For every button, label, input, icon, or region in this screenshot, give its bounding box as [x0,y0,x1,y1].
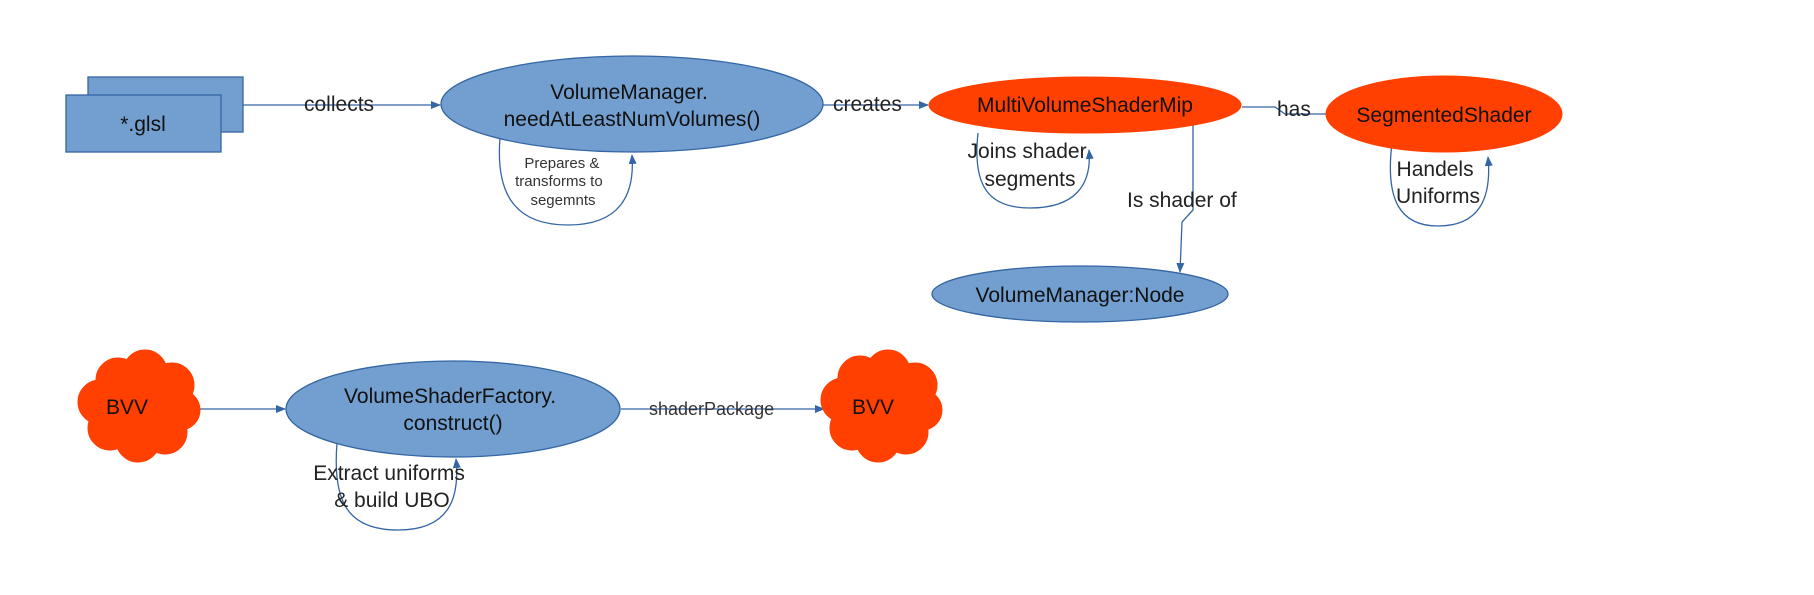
node-bvv-source: BVV [77,349,201,463]
edge-collects: collects [243,93,441,116]
node-label-volume-shader-factory: VolumeShaderFactory. construct() [344,385,562,435]
node-label-bvv-source: BVV [106,396,148,419]
edge-shader-package: shaderPackage [621,399,825,419]
node-segmented-shader: SegmentedShader [1325,75,1563,153]
cloud-shape [820,349,943,463]
node-label-glsl: *.glsl [120,113,166,136]
edge-label-shader-package: shaderPackage [649,399,774,419]
node-label-volume-manager-node: VolumeManager:Node [976,284,1185,307]
node-label-segmented-shader: SegmentedShader [1356,104,1531,127]
loop-extract: Extract uniforms & build UBO [313,442,471,531]
node-multi-volume-shader: MultiVolumeShaderMip [928,76,1242,134]
node-label-bvv-target: BVV [852,396,894,419]
node-volume-shader-factory: VolumeShaderFactory. construct() [285,360,621,458]
node-label-volume-manager: VolumeManager. needAtLeastNumVolumes() [504,81,761,131]
node-bvv-target: BVV [820,349,943,463]
node-label-multi-volume-shader: MultiVolumeShaderMip [977,94,1193,117]
cloud-shape [77,349,201,463]
loop-label-prepares: Prepares & transforms to segemnts [515,155,607,209]
node-glsl: *.glsl [65,76,244,153]
edge-has: has [1242,98,1346,121]
loop-handels: Handels Uniforms [1389,142,1493,227]
loop-label-handels: Handels Uniforms [1396,158,1480,208]
node-volume-manager-node: VolumeManager:Node [931,265,1229,323]
edge-label-collects: collects [304,93,374,116]
edge-label-creates: creates [833,93,902,116]
edge-creates: creates [822,93,929,116]
loop-label-joins: Joins shader segments [968,140,1093,191]
edge-label-has: has [1277,98,1311,121]
edge-is-shader-of: Is shader of [1127,122,1237,273]
edge-label-is-shader-of: Is shader of [1127,189,1237,212]
loop-joins: Joins shader segments [968,132,1094,209]
loop-label-extract: Extract uniforms & build UBO [313,462,471,512]
loop-prepares: Prepares & transforms to segemnts [498,137,637,226]
node-volume-manager: VolumeManager. needAtLeastNumVolumes() [440,55,824,153]
